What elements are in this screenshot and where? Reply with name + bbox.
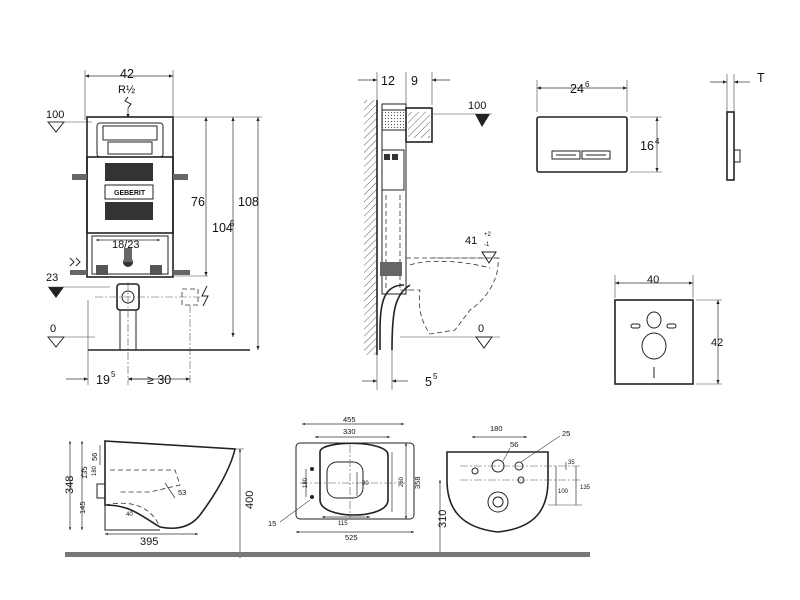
side-depth-12-label: 12 <box>381 74 395 88</box>
frame-height-104-sup: 5 <box>230 219 235 228</box>
insulation-pad <box>614 299 694 385</box>
bowl-back-180-label: 180 <box>490 424 503 433</box>
bowl-side-180-label: 180 <box>92 465 98 476</box>
bowl-back-view: 180 56 25 35 100 135 310 <box>437 424 591 555</box>
frame-level-100-label: 100 <box>46 109 64 121</box>
side-depth-5-label: 5 <box>425 375 432 389</box>
frame-front-view: 42 R½ 100 GEBERIT 18/23 23 <box>46 67 262 387</box>
frame-min-30-label: ≥ 30 <box>147 373 171 387</box>
bowl-top-358-label: 358 <box>413 476 422 489</box>
bowl-back-310-label: 310 <box>437 510 449 528</box>
plate-thickness-label: T <box>757 71 765 85</box>
cistern-panel <box>105 163 153 181</box>
flush-plate-side-view: T <box>710 71 765 181</box>
plate-width-label: 24 <box>570 82 584 96</box>
frame-pipe-label: R½ <box>118 84 135 96</box>
bowl-side-56-label: 56 <box>90 453 99 461</box>
bowl-top-view: 455 330 180 90 260 358 115 15 525 <box>268 415 422 542</box>
bowl-side-400-label: 400 <box>244 491 256 509</box>
flush-plate <box>536 116 628 173</box>
pad-width-label: 40 <box>647 274 659 286</box>
bowl-side-135-label: 135 <box>80 466 89 479</box>
plate-height-label: 16 <box>640 139 654 153</box>
bowl-side-40-label: 40 <box>126 512 133 518</box>
bowl-top-115-label: 115 <box>338 521 348 527</box>
frame-level-23-label: 23 <box>46 272 58 284</box>
side-section-view: 12 9 100 41 +2 -1 0 <box>358 72 500 390</box>
bowl-top-330-label: 330 <box>343 427 356 436</box>
flush-plate-view: 24 6 16 4 <box>536 80 662 173</box>
side-depth-9-label: 9 <box>411 74 418 88</box>
insulation-pad-view: 40 42 <box>614 274 723 385</box>
bowl-back-100-label: 100 <box>558 489 569 495</box>
side-tol-minus-label: -1 <box>484 242 490 248</box>
frame-drain-spacing-label: 18/23 <box>112 239 140 251</box>
frame-offset-19-sup: 5 <box>111 370 116 379</box>
bowl-side-348-label: 348 <box>64 476 76 494</box>
bowl-back-56-label: 56 <box>510 440 518 449</box>
bowl-top-15-label: 15 <box>268 519 276 528</box>
pad-height-label: 42 <box>711 337 723 349</box>
bowl-top-455-label: 455 <box>343 415 356 424</box>
frame-height-104-label: 104 <box>212 221 233 235</box>
frame-offset-19-label: 19 <box>96 373 110 387</box>
bowl-side-53-label: 53 <box>178 488 186 497</box>
bowl-top-260-label: 260 <box>399 476 405 487</box>
bowl-top-90-label: 90 <box>362 481 369 487</box>
frame-height-108-label: 108 <box>238 195 259 209</box>
bowl-top-525-label: 525 <box>345 533 358 542</box>
bowl-side-395-label: 395 <box>140 536 158 548</box>
frame-width-label: 42 <box>120 67 134 81</box>
bowl-side-145-label: 145 <box>78 501 87 514</box>
bowl-back-135-label: 135 <box>580 485 591 491</box>
bowl-side-view: 348 145 135 180 56 53 40 395 400 <box>64 440 256 558</box>
floor-line <box>65 552 590 557</box>
frame-height-76-label: 76 <box>191 195 205 209</box>
frame-level-0-label: 0 <box>50 323 56 335</box>
side-level-100-label: 100 <box>468 100 486 112</box>
bowl-back-35-label: 35 <box>568 460 575 466</box>
side-level-0-label: 0 <box>478 323 484 335</box>
bowl-back-25-label: 25 <box>562 429 570 438</box>
plate-width-sup: 6 <box>585 80 590 89</box>
side-level-41-label: 41 <box>465 235 477 247</box>
plate-height-sup: 4 <box>655 137 660 146</box>
side-tol-plus-label: +2 <box>484 232 492 238</box>
bowl-top-180-label: 180 <box>303 477 309 488</box>
side-depth-5-sup: 5 <box>433 372 438 381</box>
geberit-logo: GEBERIT <box>114 190 146 197</box>
